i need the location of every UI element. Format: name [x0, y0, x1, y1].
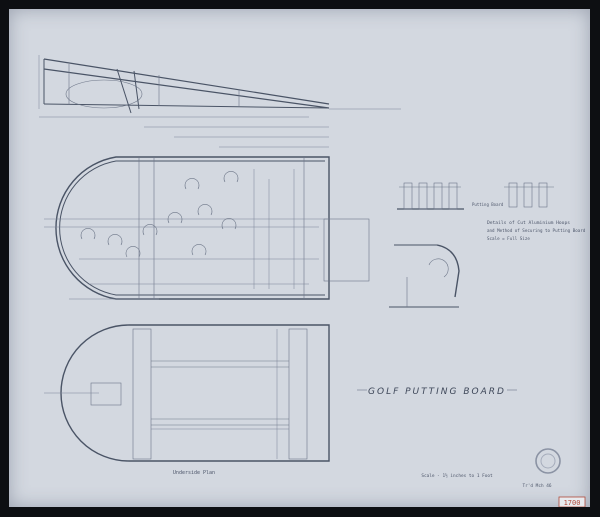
putting-board-note: Putting Board — [472, 202, 504, 207]
underside-plan — [44, 324, 330, 462]
archive-stamp-number: 1700 — [564, 499, 581, 507]
scale-note: Scale - 1½ inches to 1 Foot — [421, 472, 493, 479]
detail-title: Details of Cut Aluminium Hoops — [487, 220, 570, 226]
drawn-note: Tr'd Mch 46 — [522, 483, 551, 489]
drawing-title: GOLF PUTTING BOARD — [368, 387, 506, 397]
side-elevation — [38, 55, 401, 118]
embossed-seal — [535, 448, 561, 474]
plan-label: Underside Plan — [173, 470, 215, 476]
blueprint-sheet: GOLF PUTTING BOARD Details of Cut Alumin… — [9, 9, 590, 507]
hoop-details — [389, 182, 554, 308]
detail-note: and Method of Securing to Putting Board — [487, 228, 586, 233]
detail-scale-note: Scale = Full Size — [487, 236, 530, 241]
top-plan — [44, 126, 370, 300]
archive-stamp — [558, 496, 586, 507]
technical-drawing: GOLF PUTTING BOARD Details of Cut Alumin… — [38, 55, 586, 507]
